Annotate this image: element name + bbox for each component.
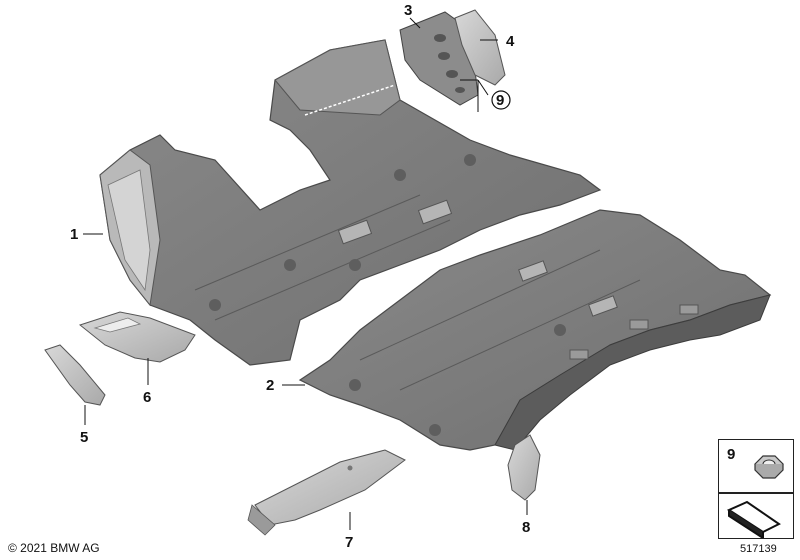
callout-1: 1 [70, 226, 78, 243]
trim-piece-7 [247, 449, 406, 536]
document-number: 517139 [740, 543, 777, 555]
callout-2: 2 [266, 377, 274, 394]
callout-6: 6 [143, 389, 151, 406]
callout-7: 7 [345, 534, 353, 551]
callout-3: 3 [404, 2, 412, 19]
callout-9-circle [491, 90, 511, 110]
rear-floor-covering [298, 209, 772, 451]
legend-item-9: 9 [718, 439, 794, 493]
legend-symbol [718, 493, 794, 539]
callout-4: 4 [506, 33, 515, 50]
nut-icon [754, 455, 784, 479]
trim-piece-8 [507, 434, 541, 501]
callout-8: 8 [522, 519, 530, 536]
foot-rest [399, 11, 479, 106]
foot-rest-cover [454, 9, 506, 86]
floor-covering-symbol-icon [726, 500, 781, 538]
copyright-notice: © 2021 BMW AG [8, 541, 100, 555]
leader-lines [83, 17, 528, 530]
trim-piece-6 [78, 311, 196, 363]
legend-item-number: 9 [727, 446, 736, 463]
trim-piece-5 [44, 344, 106, 406]
callout-9: 9 [496, 92, 504, 109]
front-floor-covering [99, 39, 602, 366]
callout-5: 5 [80, 429, 88, 446]
